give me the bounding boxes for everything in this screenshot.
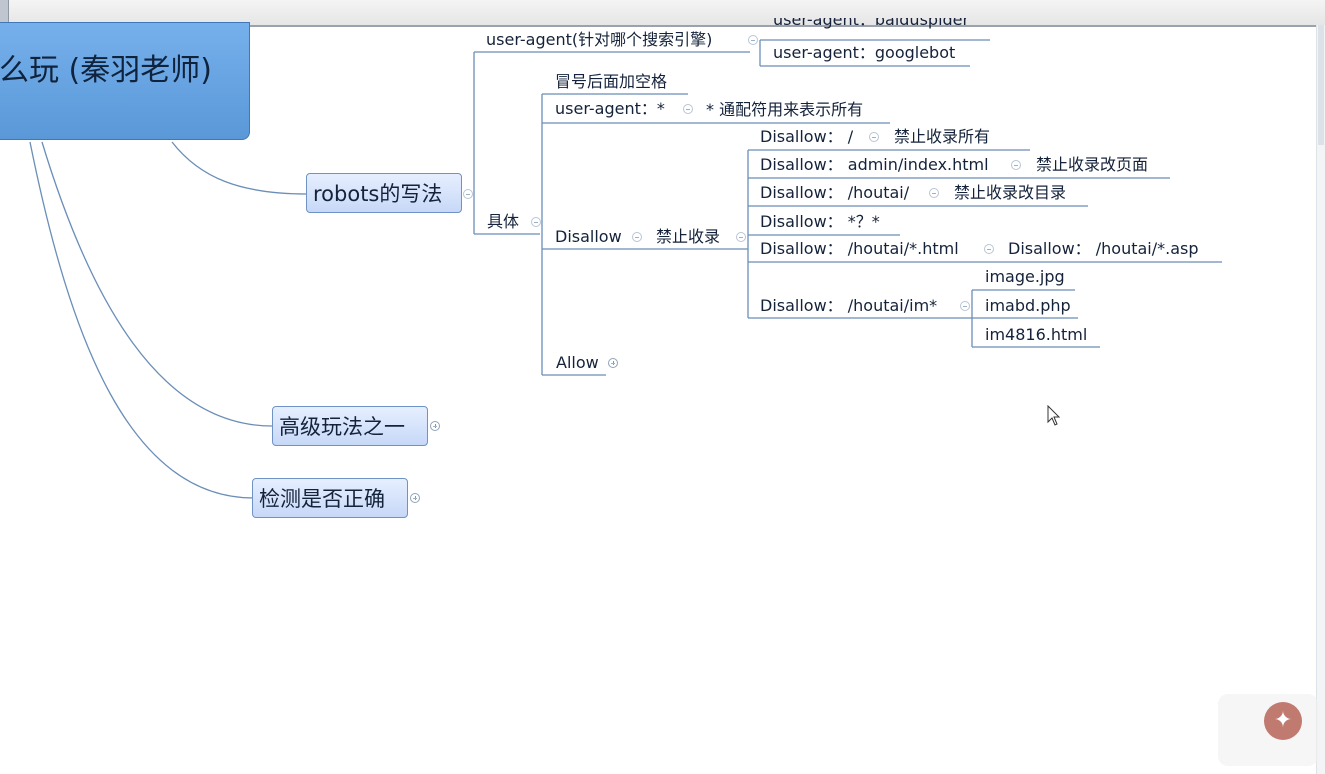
- central-topic[interactable]: 么玩 (秦羽老师): [0, 22, 250, 140]
- collapse-icon[interactable]: [683, 104, 693, 114]
- im-example-2[interactable]: imabd.php: [985, 296, 1071, 315]
- collapse-icon[interactable]: [960, 301, 970, 311]
- rule-3-note[interactable]: 禁止收录改目录: [954, 183, 1067, 202]
- rule-2[interactable]: Disallow： admin/index.html: [760, 155, 989, 174]
- collapse-icon[interactable]: [632, 232, 642, 242]
- rule-2-note[interactable]: 禁止收录改页面: [1036, 155, 1149, 174]
- node-baiduspider-label: user-agent：baiduspider: [773, 18, 970, 29]
- topic-advanced-label: 高级玩法之一: [279, 415, 405, 439]
- scrollbar-thumb[interactable]: [1318, 25, 1324, 145]
- rule-3[interactable]: Disallow： /houtai/: [760, 183, 910, 202]
- collapse-icon[interactable]: [929, 188, 939, 198]
- topic-check-label: 检测是否正确: [259, 487, 385, 511]
- rule-1-note[interactable]: 禁止收录所有: [894, 127, 991, 146]
- rule-5[interactable]: Disallow： /houtai/*.html: [760, 239, 959, 258]
- collapse-icon[interactable]: [748, 35, 758, 45]
- rule-1[interactable]: Disallow： /: [760, 127, 854, 146]
- im-example-3[interactable]: im4816.html: [985, 325, 1088, 344]
- rule-4[interactable]: Disallow： *？*: [760, 212, 880, 231]
- window-corner: [0, 0, 9, 25]
- collapse-icon[interactable]: [1011, 160, 1021, 170]
- topic-advanced[interactable]: 高级玩法之一: [272, 406, 428, 446]
- expand-icon[interactable]: [430, 421, 440, 431]
- node-googlebot[interactable]: user-agent：googlebot: [773, 43, 956, 62]
- node-colon-space[interactable]: 冒号后面加空格: [555, 72, 668, 91]
- expand-icon[interactable]: [410, 493, 420, 503]
- watermark-logo-icon: ✦: [1218, 694, 1318, 766]
- rule-5-note[interactable]: Disallow： /houtai/*.asp: [1008, 239, 1199, 258]
- vertical-scrollbar[interactable]: [1316, 25, 1325, 774]
- collapse-icon[interactable]: [984, 244, 994, 254]
- node-ua-star-note[interactable]: * 通配符用来表示所有: [706, 100, 864, 119]
- rule-6[interactable]: Disallow： /houtai/im*: [760, 296, 938, 315]
- node-specific[interactable]: 具体: [487, 212, 520, 231]
- collapse-icon[interactable]: [736, 232, 746, 242]
- node-disallow[interactable]: Disallow: [555, 227, 622, 246]
- topic-robots-label: robots的写法: [313, 182, 443, 206]
- node-baiduspider[interactable]: user-agent：baiduspider: [773, 18, 969, 31]
- node-user-agent-for[interactable]: user-agent(针对哪个搜索引擎): [486, 30, 713, 49]
- im-example-1[interactable]: image.jpg: [985, 267, 1065, 286]
- node-disallow-note[interactable]: 禁止收录: [656, 227, 721, 246]
- central-topic-label: 么玩 (秦羽老师): [0, 53, 212, 88]
- node-ua-star[interactable]: user-agent：*: [555, 99, 665, 118]
- topic-check[interactable]: 检测是否正确: [252, 478, 408, 518]
- topic-robots[interactable]: robots的写法: [306, 173, 462, 213]
- expand-icon[interactable]: [608, 358, 618, 368]
- watermark-emblem: ✦: [1264, 702, 1302, 740]
- node-allow[interactable]: Allow: [556, 353, 599, 372]
- mouse-cursor-icon: [1047, 405, 1061, 426]
- collapse-icon[interactable]: [463, 189, 473, 199]
- collapse-icon[interactable]: [531, 217, 541, 227]
- collapse-icon[interactable]: [869, 132, 879, 142]
